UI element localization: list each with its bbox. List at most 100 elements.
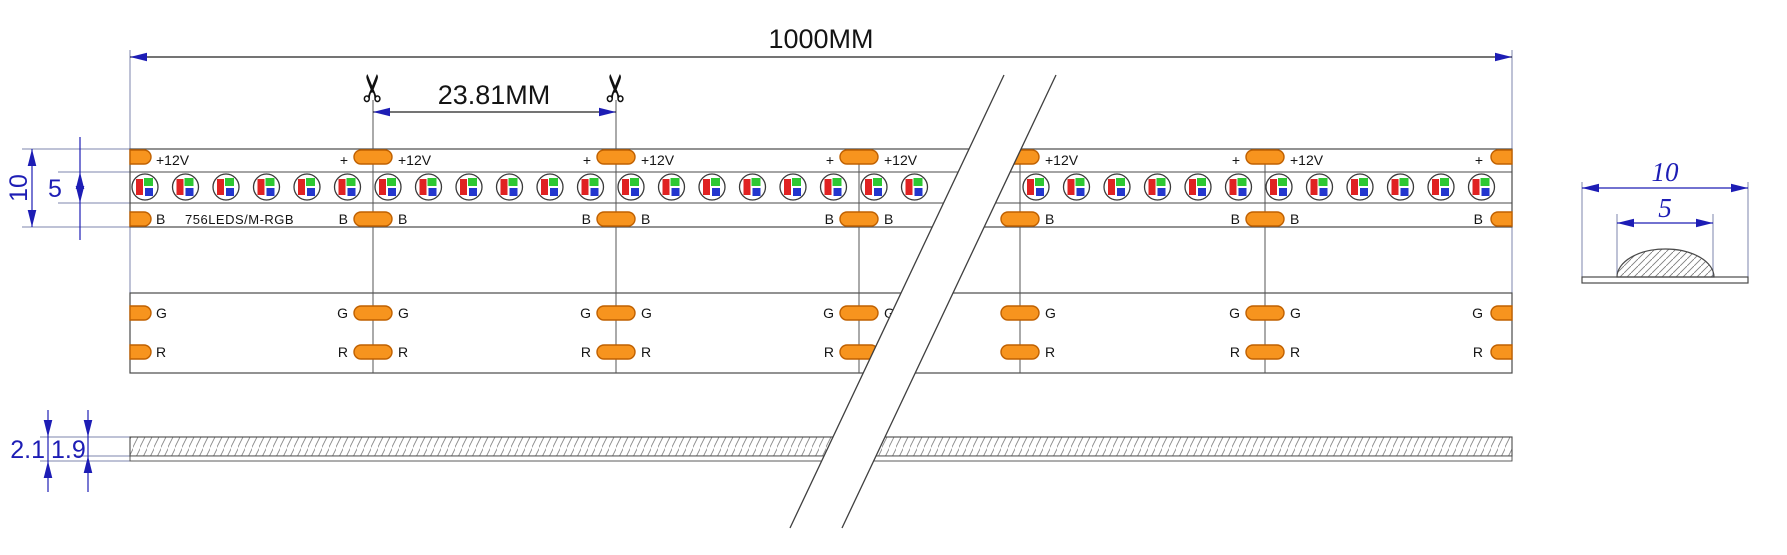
pad-label-g: G — [337, 305, 348, 321]
pad-label-r: R — [824, 344, 834, 360]
led-green-chip — [144, 178, 153, 186]
pad-label-g: G — [580, 305, 591, 321]
led-body — [1184, 173, 1212, 201]
pad-label-r: R — [1290, 344, 1300, 360]
led-red-chip — [541, 179, 548, 195]
led-body — [779, 173, 807, 201]
pad-label-r: R — [641, 344, 651, 360]
led-red-chip — [379, 179, 386, 195]
led-blue-chip — [1319, 188, 1328, 196]
arrowhead — [1617, 218, 1634, 228]
led-dot — [536, 173, 564, 201]
pad-label-12v: +12V — [1290, 152, 1324, 168]
solder-pad-g — [1000, 305, 1040, 321]
arrowhead — [75, 172, 85, 189]
led-red-chip — [662, 179, 670, 195]
arrowhead — [1731, 183, 1748, 193]
dim-total-length-text: 1000MM — [768, 24, 873, 54]
solder-pad-b — [129, 211, 152, 227]
led-dot — [900, 173, 929, 201]
pad-label-r: R — [156, 344, 166, 360]
led-body — [819, 173, 848, 201]
pad-label-b: B — [1290, 211, 1299, 227]
led-dot — [1265, 173, 1293, 201]
solder-pad-b — [1000, 211, 1040, 227]
pad-label-r: R — [338, 344, 348, 360]
led-dot — [495, 173, 524, 201]
led-red-chip — [500, 179, 508, 195]
solder-pad-b — [839, 211, 879, 227]
arrowhead — [1495, 52, 1512, 62]
led-green-chip — [265, 178, 275, 186]
led-body — [617, 173, 645, 201]
led-red-chip — [622, 179, 629, 195]
pad-label-r: R — [1473, 344, 1483, 360]
solder-pad-b — [596, 211, 636, 227]
pad-label-b: B — [339, 211, 348, 227]
led-dot — [455, 173, 483, 201]
led-green-chip — [508, 178, 518, 186]
dim-strip-width-text: 10 — [5, 174, 33, 202]
solder-pad-g — [129, 305, 152, 321]
cross-section-dome — [1616, 248, 1715, 278]
led-red-chip — [581, 179, 589, 195]
led-red-chip — [298, 179, 305, 195]
led-dot — [1467, 173, 1496, 201]
led-green-chip — [792, 178, 801, 186]
led-blue-chip — [590, 188, 599, 196]
dim-total-thickness-text: 2.1 — [10, 436, 45, 464]
led-green-chip — [306, 178, 315, 186]
led-body — [860, 173, 888, 201]
arrowhead — [43, 420, 53, 437]
led-red-chip — [338, 179, 346, 195]
dim-pcb-thickness-text: 1.9 — [51, 436, 86, 464]
led-blue-chip — [1076, 188, 1085, 196]
led-green-chip — [549, 178, 558, 186]
arrowhead — [27, 149, 37, 166]
led-body — [495, 173, 524, 201]
pad-label-g: G — [1472, 305, 1483, 321]
led-dot — [1062, 173, 1091, 201]
pad-label-r: R — [1230, 344, 1240, 360]
led-blue-chip — [793, 188, 801, 196]
pad-label-12v: +12V — [156, 152, 190, 168]
arrowhead — [83, 456, 93, 473]
led-blue-chip — [1036, 188, 1044, 196]
led-blue-chip — [185, 188, 194, 196]
solder-pad-12v — [353, 149, 393, 165]
extension-lines — [22, 50, 1749, 462]
led-green-chip — [1237, 178, 1247, 186]
led-red-chip — [905, 179, 913, 195]
led-red-chip — [257, 179, 265, 195]
led-body — [455, 173, 483, 201]
led-red-chip — [1351, 179, 1358, 195]
led-body — [738, 173, 767, 201]
led-green-chip — [1197, 178, 1206, 186]
led-dot — [1427, 173, 1455, 201]
led-dot — [698, 173, 726, 201]
led-green-chip — [1440, 178, 1449, 186]
arrowhead — [1582, 183, 1599, 193]
led-body — [698, 173, 726, 201]
led-dot — [1143, 173, 1172, 201]
led-red-chip — [1310, 179, 1318, 195]
pad-label-g: G — [1229, 305, 1240, 321]
led-red-chip — [136, 179, 143, 195]
led-red-chip — [865, 179, 872, 195]
led-body — [1467, 173, 1496, 201]
led-green-chip — [670, 178, 680, 186]
solder-pad-r — [353, 344, 393, 360]
led-green-chip — [1399, 178, 1409, 186]
led-dot — [819, 173, 848, 201]
led-green-chip — [1035, 178, 1044, 186]
led-body — [1062, 173, 1091, 201]
led-dot — [1386, 173, 1415, 201]
pad-label-g: G — [823, 305, 834, 321]
led-body — [1022, 173, 1050, 201]
led-red-chip — [419, 179, 427, 195]
led-body — [1103, 173, 1131, 201]
arrowhead — [75, 186, 85, 203]
led-red-chip — [1067, 179, 1075, 195]
